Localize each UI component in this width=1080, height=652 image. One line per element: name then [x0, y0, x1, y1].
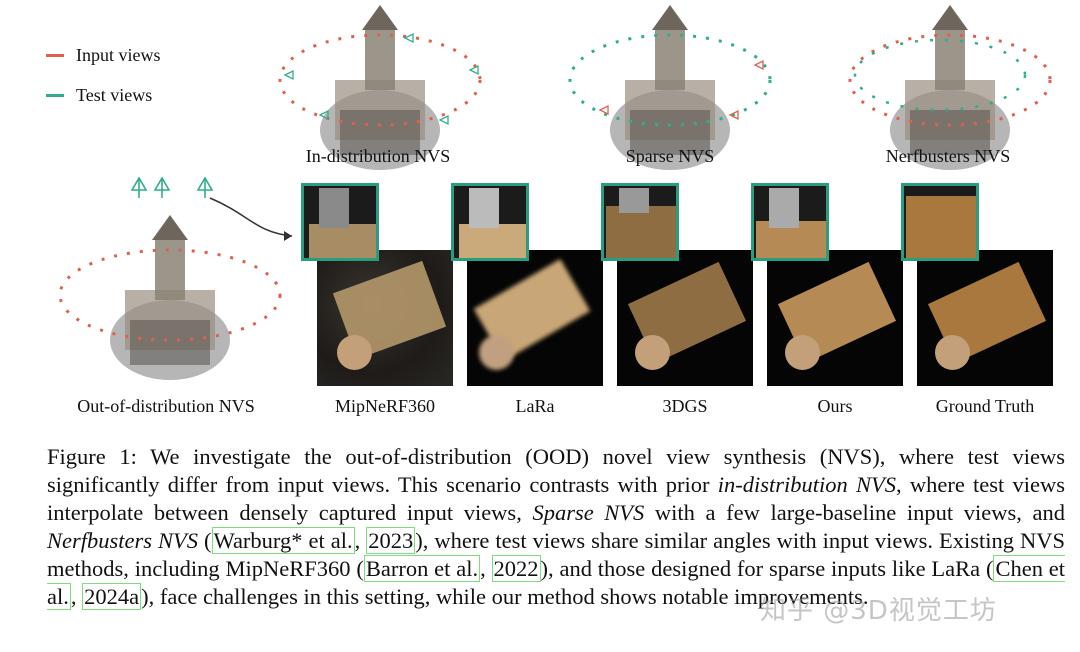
method-label-ground-truth: Ground Truth: [935, 396, 1035, 416]
method-label-ours: Ours: [817, 396, 853, 416]
inset-lara: [451, 183, 529, 261]
watermark: 知乎 @3D视觉工坊: [760, 596, 997, 626]
nerfbusters-scene: [848, 5, 1052, 170]
legend-test-label: Test views: [76, 85, 153, 105]
legend-input-label: Input views: [76, 45, 161, 65]
panel-3dgs: [617, 250, 753, 386]
citation-link[interactable]: Barron et al.: [363, 555, 481, 582]
test-swatch: [46, 94, 64, 97]
ood-scene: [58, 215, 282, 380]
setting-label-ood: Out-of-distribution NVS: [77, 396, 255, 416]
panel-ground-truth: [917, 250, 1053, 386]
setting-label-nerfbusters: Nerfbusters NVS: [885, 146, 1011, 166]
citation-link[interactable]: 2023: [366, 527, 416, 554]
figure-caption: Figure 1: We investigate the out-of-dist…: [47, 444, 1066, 610]
legend-input: Input views: [46, 45, 161, 66]
sparse-scene: [568, 5, 772, 170]
panel-mipnerf360: [317, 250, 453, 386]
inset-mipnerf360: [301, 183, 379, 261]
legend-test: Test views: [46, 85, 152, 106]
panel-lara: [467, 250, 603, 386]
ood-arrow: [209, 197, 293, 237]
in-distribution-scene: [278, 5, 482, 170]
inset-3dgs: [601, 183, 679, 261]
citation-link[interactable]: 2022: [491, 555, 541, 582]
setting-label-in-distribution: In-distribution NVS: [305, 146, 451, 166]
citation-link[interactable]: 2024a: [82, 583, 142, 610]
input-swatch: [46, 54, 64, 57]
citation-link[interactable]: Chen et al.: [47, 555, 1066, 610]
ood-test-cameras: [130, 176, 214, 198]
inset-ours: [751, 183, 829, 261]
method-label-lara: LaRa: [515, 396, 555, 416]
method-label-mipnerf360: MipNeRF360: [334, 396, 435, 416]
citation-link[interactable]: Warburg* et al.: [211, 527, 355, 554]
panel-ours: [767, 250, 903, 386]
setting-label-sparse: Sparse NVS: [625, 146, 715, 166]
inset-ground-truth: [901, 183, 979, 261]
scene-illustrations: [58, 5, 1052, 380]
method-label-3dgs: 3DGS: [662, 396, 708, 416]
